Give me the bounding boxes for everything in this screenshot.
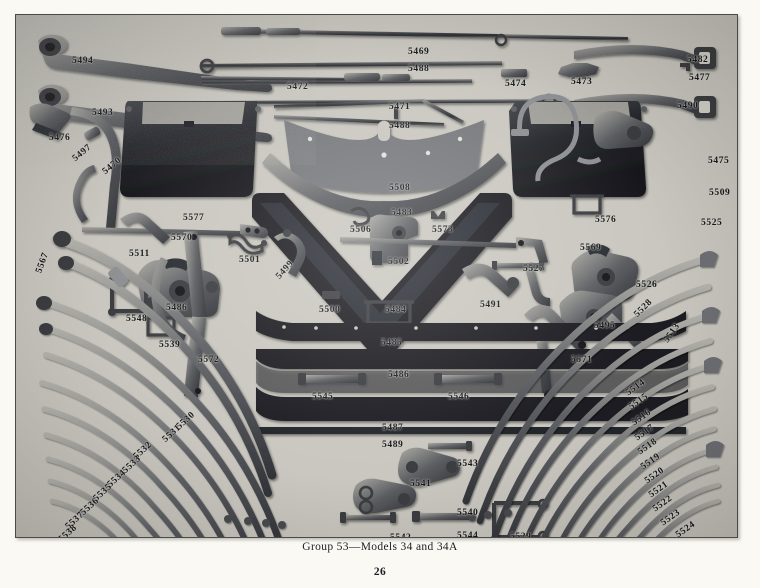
part-number-label: 5501 [239,255,261,265]
part-number-label: 5495 [594,321,616,331]
part-number-label: 5548 [126,314,148,324]
part-number-label: 5477 [689,73,711,83]
part-number-labels: 5494 5469 5482 5488 5477 5472 5474 5473 5493 5471… [16,15,737,537]
part-number-label: 5484 [385,305,407,315]
part-number-label: 5539 [159,340,181,350]
parts-photo-plate: 5494 5469 5482 5488 5477 5472 5474 5473 5493 5471… [15,14,738,538]
part-number-label: 5509 [709,188,731,198]
part-number-label: 5540 [457,508,479,518]
part-number-label: 5474 [505,79,527,89]
part-number-label: 5493 [92,108,114,118]
part-number-label: 5488 [408,64,430,74]
part-number-label: 5576 [595,215,617,225]
part-number-label: 5472 [287,82,309,92]
part-number-label: 5476 [49,133,71,143]
part-number-label: 5571 [571,355,593,365]
part-number-label: 5546 [448,392,470,402]
part-number-label: 5541 [410,479,432,489]
part-number-label: 5469 [408,47,430,57]
part-number-label: 5473 [571,77,593,87]
part-number-label: 5523 [659,507,683,529]
part-number-label: 5485 [381,338,403,348]
part-number-label: 5488 [389,121,411,131]
part-number-label: 5508 [389,183,411,193]
part-number-label: 5483 [391,208,413,218]
part-number-label: 5570 [171,233,193,243]
part-number-label: 5577 [183,213,205,223]
part-number-label: 5490 [677,101,699,111]
part-number-label: 5494 [72,56,94,66]
part-number-label: 5487 [382,423,404,433]
part-number-label: 5567 [34,251,52,275]
part-number-label: 5499 [274,258,297,282]
part-number-label: 5491 [480,300,502,310]
part-number-label: 5513 [661,321,683,345]
page-number: 26 [373,566,387,578]
part-number-label: 5544 [457,531,479,538]
part-number-label: 5497 [70,142,94,164]
part-number-label: 5486 [166,303,188,313]
part-number-label: 5572 [198,355,220,365]
part-number-label: 5470 [100,155,124,177]
part-number-label: 5511 [129,249,150,259]
part-number-label: 5486 [388,370,410,380]
part-number-label: 5526 [636,280,658,290]
part-number-label: 5542 [390,533,412,538]
part-number-label: 5529 [510,532,532,538]
part-number-label: 5475 [708,156,730,166]
part-number-label: 5543 [457,459,479,469]
part-number-label: 5524 [674,519,698,538]
part-number-label: 5500 [319,305,341,315]
part-number-label: 5528 [632,297,655,320]
part-number-label: 5569 [580,243,602,253]
part-number-label: 5573 [432,225,454,235]
part-number-label: 5471 [389,102,411,112]
plate-caption: Group 53—Models 34 and 34A 26 [0,541,760,578]
part-number-label: 5531 [160,422,184,445]
part-number-label: 5506 [350,225,372,235]
caption-group-text: Group 53—Models 34 and 34A [302,541,458,553]
part-number-label: 5489 [382,440,404,450]
part-number-label: 5545 [312,392,334,402]
part-number-label: 5502 [388,257,410,267]
part-number-label: 5525 [701,218,723,228]
part-number-label: 5482 [687,55,709,65]
part-number-label: 5527 [523,264,545,274]
